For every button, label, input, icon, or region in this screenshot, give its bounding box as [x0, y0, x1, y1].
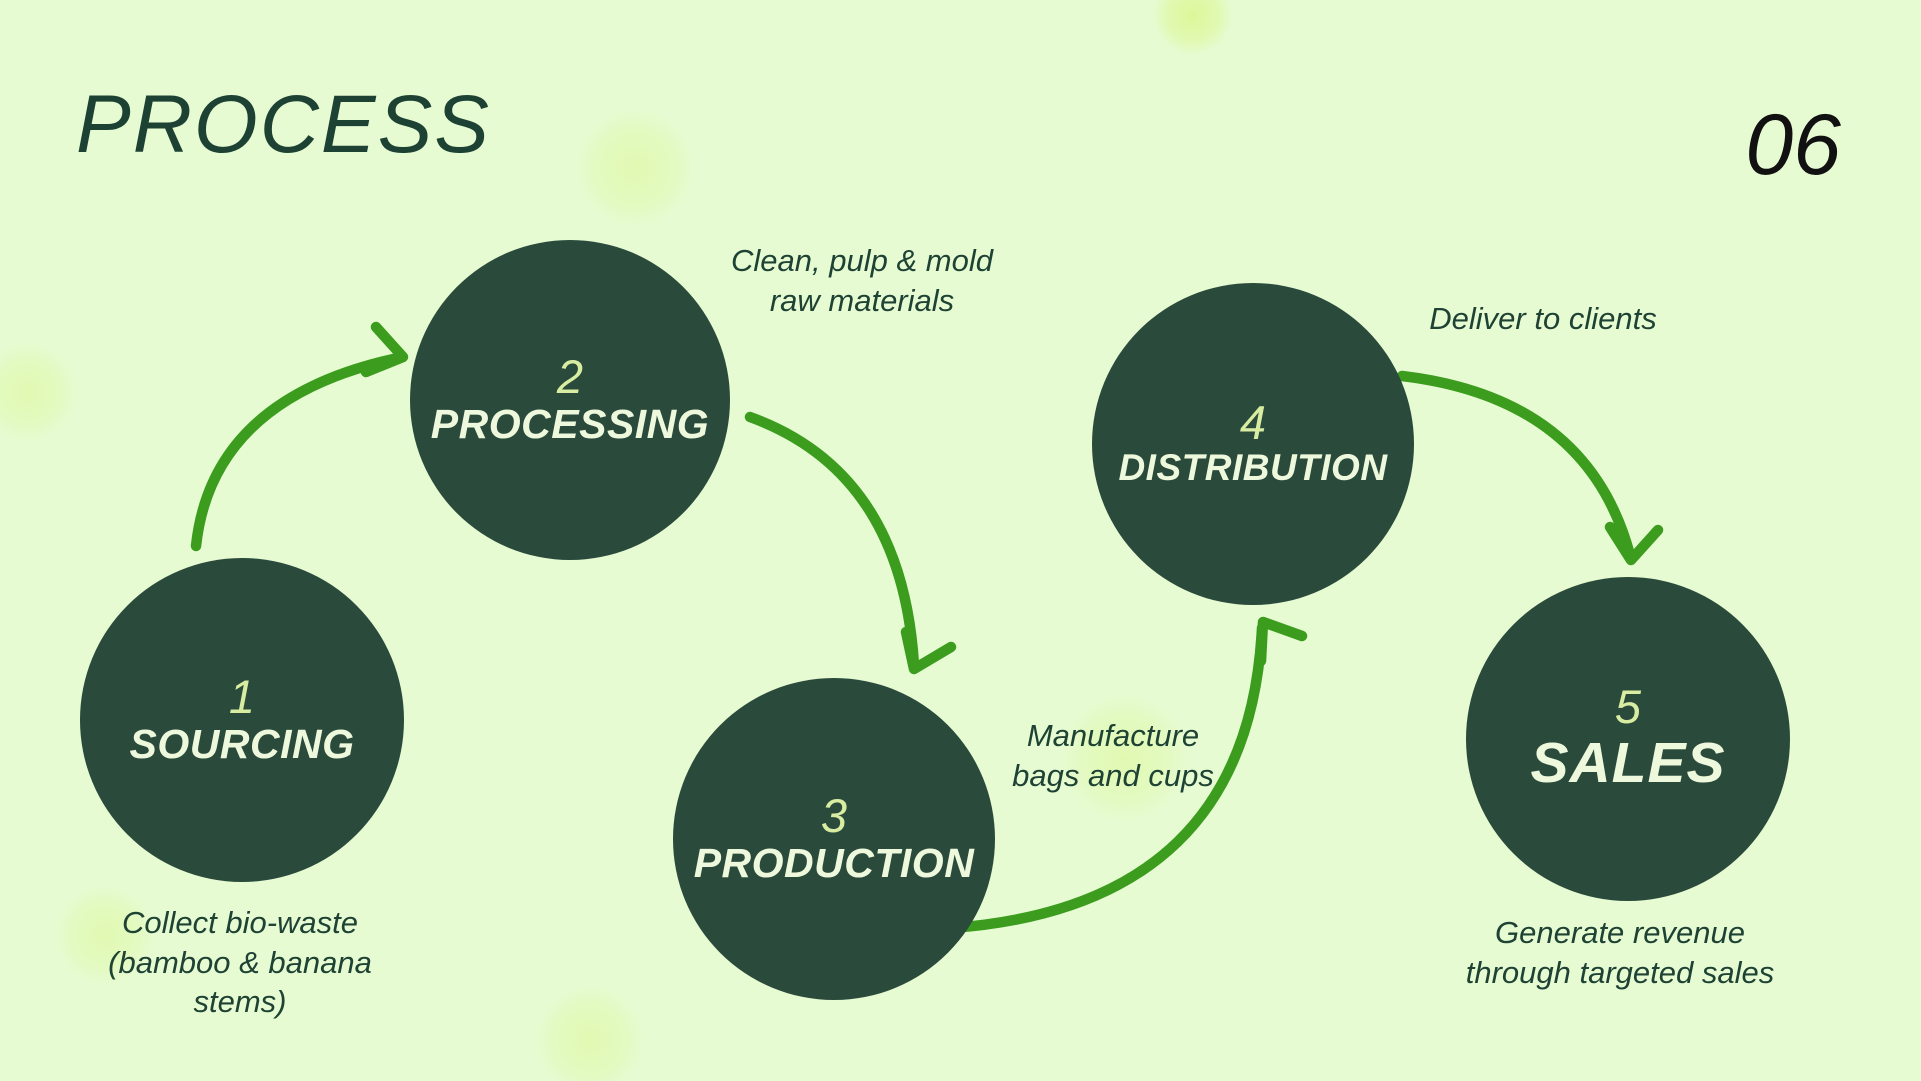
- step-caption-distribution: Deliver to clients: [1429, 301, 1657, 336]
- arrowhead-icon: [1604, 521, 1664, 566]
- step-number: 1: [228, 669, 256, 723]
- step-number: 5: [1614, 679, 1642, 733]
- arrowhead-icon: [360, 321, 409, 378]
- arrow-processing-to-production: [744, 411, 957, 675]
- step-caption-sourcing: Collect bio-waste (bamboo & banana stems…: [108, 905, 372, 1020]
- arrow-curve: [946, 622, 1268, 934]
- step-label: SOURCING: [129, 721, 355, 768]
- arrow-curve: [1396, 370, 1636, 561]
- page-number: 06: [1745, 97, 1841, 193]
- arrow-sourcing-to-processing: [190, 321, 409, 552]
- step-circle-production: 3 PRODUCTION: [673, 678, 995, 1000]
- arrowhead-icon: [900, 626, 957, 675]
- step-label: PRODUCTION: [693, 840, 975, 887]
- step-caption-production: Manufacture bags and cups: [1012, 718, 1214, 793]
- step-circle-distribution: 4 DISTRIBUTION: [1092, 283, 1414, 605]
- step-caption-sales: Generate revenue through targeted sales: [1465, 915, 1775, 990]
- arrowhead-icon: [1255, 616, 1308, 667]
- arrow-production-to-distribution: [946, 616, 1308, 934]
- step-circle-sourcing: 1 SOURCING: [80, 558, 404, 882]
- step-caption-processing: Clean, pulp & mold raw materials: [731, 243, 993, 318]
- step-number: 4: [1239, 396, 1267, 450]
- step-number: 3: [820, 788, 848, 842]
- step-circle-sales: 5 SALES: [1466, 577, 1790, 901]
- step-label: SALES: [1530, 730, 1726, 795]
- arrow-curve: [190, 352, 404, 552]
- arrow-curve: [744, 411, 920, 671]
- step-label: PROCESSING: [430, 401, 710, 448]
- slide-title: PROCESS: [76, 79, 491, 170]
- step-label: DISTRIBUTION: [1118, 447, 1388, 489]
- step-number: 2: [556, 349, 584, 403]
- step-circle-processing: 2 PROCESSING: [410, 240, 730, 560]
- arrow-distribution-to-sales: [1396, 370, 1664, 566]
